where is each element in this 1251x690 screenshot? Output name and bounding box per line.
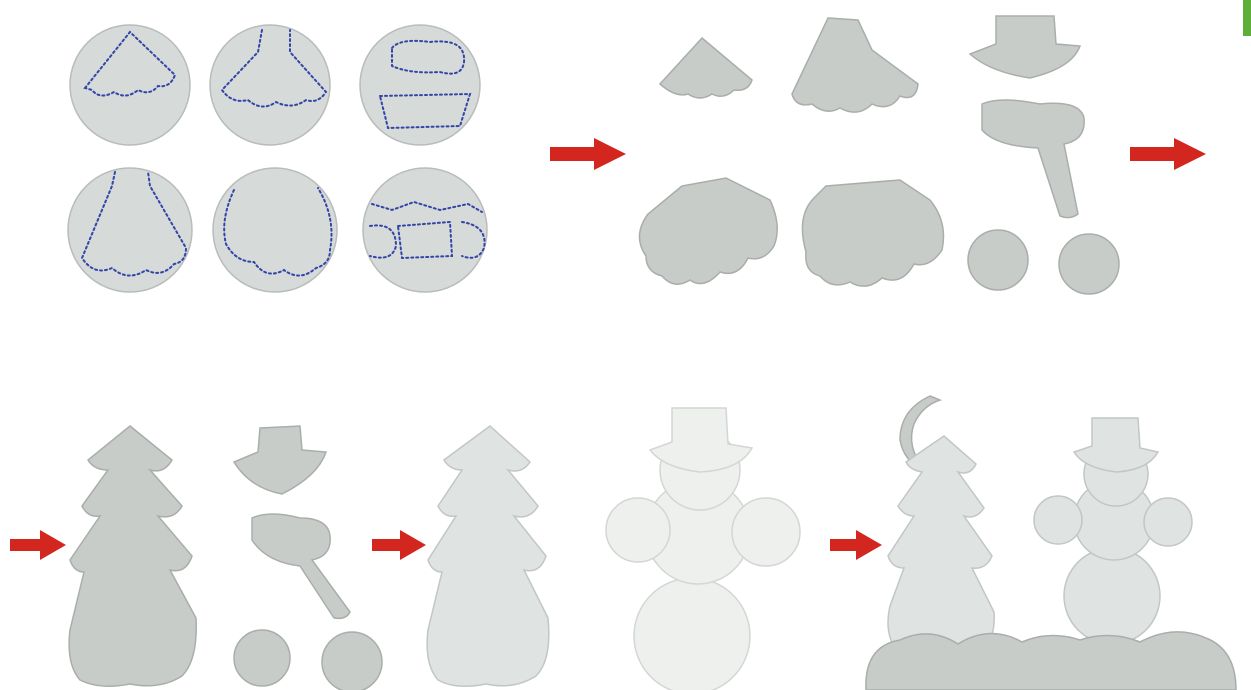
felt-scarf xyxy=(982,100,1084,218)
assembly-step xyxy=(69,426,382,690)
felt-tree-lower xyxy=(639,178,777,284)
felt-hat xyxy=(970,16,1080,78)
arrow-right-icon xyxy=(1130,138,1206,170)
snowman-hat xyxy=(650,408,752,472)
felt-mitten-3 xyxy=(234,630,290,686)
snowman-mitten-right xyxy=(732,498,800,566)
cut-pieces-step xyxy=(639,16,1119,294)
traced-disc-4 xyxy=(68,168,192,292)
felt-mitten-left xyxy=(968,230,1028,290)
traced-disc-3 xyxy=(360,25,480,145)
arrow-right-icon xyxy=(550,138,626,170)
felt-tree-middle xyxy=(792,18,918,112)
final-mitten-left xyxy=(1034,496,1082,544)
traced-discs-step xyxy=(68,25,487,292)
felt-tree-stacked xyxy=(69,426,196,686)
felt-tree-final xyxy=(888,436,994,660)
final-mitten-right xyxy=(1144,498,1192,546)
arrow-right-icon xyxy=(10,530,66,560)
final-snowman-hat xyxy=(1074,418,1158,472)
felt-scarf-2 xyxy=(252,514,350,618)
snowman-base xyxy=(634,578,750,690)
felt-tree-top xyxy=(660,38,752,98)
snowman-mitten-left xyxy=(606,498,670,562)
snowman-step xyxy=(606,408,800,690)
felt-hat-2 xyxy=(234,426,326,494)
final-scene-step xyxy=(866,396,1236,690)
final-snowman-base xyxy=(1064,548,1160,644)
felt-mitten-4 xyxy=(322,632,382,690)
arrow-right-icon xyxy=(372,530,426,560)
felt-tree-assembled xyxy=(427,426,549,686)
felt-mitten-right xyxy=(1059,234,1119,294)
felt-tree-bottom xyxy=(802,180,943,286)
felt-snow-ground xyxy=(866,632,1236,690)
traced-disc-6 xyxy=(363,168,487,292)
arrow-right-icon xyxy=(830,530,882,560)
tree-assembled-step xyxy=(427,426,549,686)
